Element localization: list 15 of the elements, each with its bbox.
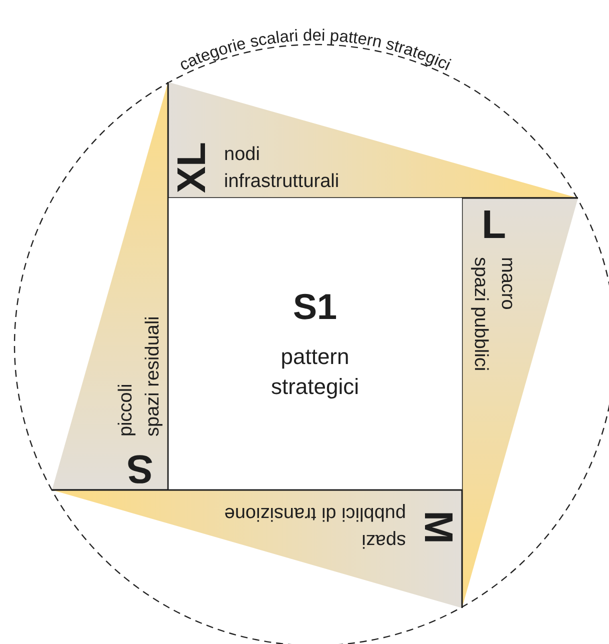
category-label: pubblici di transizione [224,502,406,526]
scale-letter: S [126,448,152,488]
center-square [168,198,462,490]
category-label: piccoli [114,382,137,436]
category-label: nodi [224,143,261,167]
center-label: pattern strategici [270,343,360,401]
scale-letter: M [418,510,458,544]
scale-letter: L [482,205,506,245]
category-label: infrastrutturali [224,170,340,194]
scale-letter: XL [172,142,212,194]
category-label: spazi residuali [141,316,164,436]
category-label: spazi pubblici [469,257,492,372]
category-label: macro [496,257,519,312]
category-label: spazi [360,529,406,553]
center-code: S1 [292,286,338,328]
